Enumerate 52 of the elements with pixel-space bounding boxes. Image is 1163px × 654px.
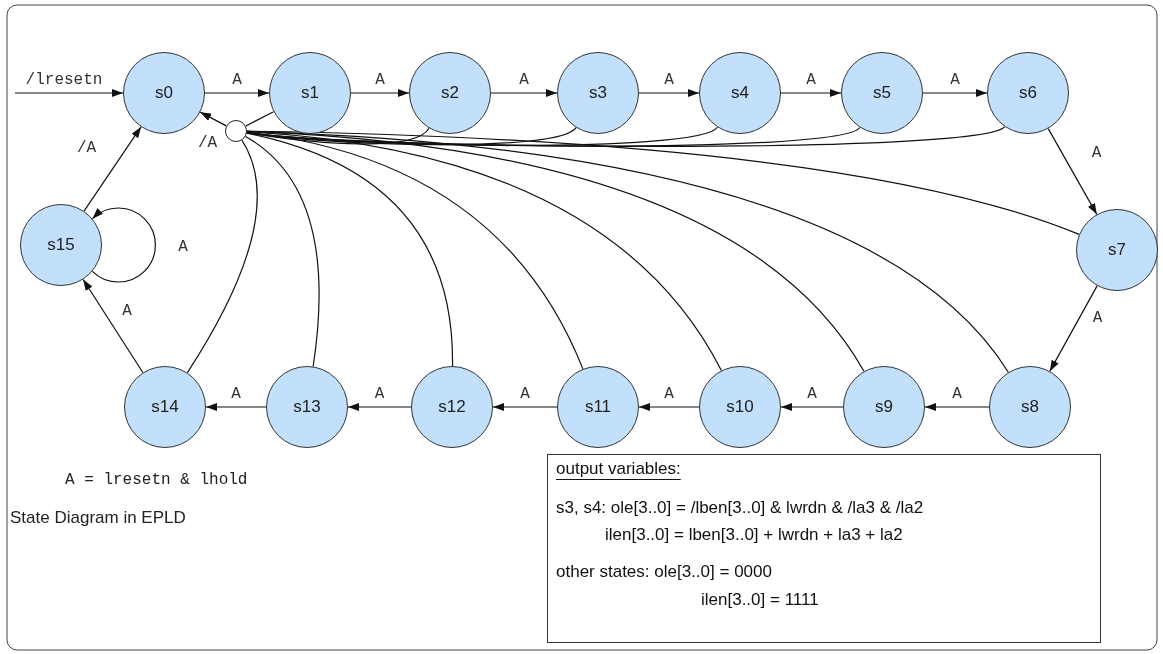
transition-arrow xyxy=(199,111,227,127)
state-name: s11 xyxy=(584,397,612,417)
transition-arrow xyxy=(638,89,700,97)
state-name: s4 xyxy=(731,83,749,103)
transition-arrow xyxy=(1049,285,1098,372)
state-name: s3 xyxy=(589,83,607,103)
transition-arrow xyxy=(14,89,124,97)
state-name: s1 xyxy=(301,83,319,103)
note-box xyxy=(547,454,1101,643)
transition-arrow xyxy=(780,403,844,411)
state-name: s5 xyxy=(873,83,891,103)
state-circle xyxy=(20,204,102,286)
transition-arrow xyxy=(83,126,142,212)
transition-arrow xyxy=(490,89,558,97)
transition-arrow xyxy=(350,89,410,97)
transition-arrow xyxy=(347,403,412,411)
state-name: s10 xyxy=(726,397,754,417)
transition-arrow xyxy=(1047,128,1098,215)
state-name: s14 xyxy=(151,397,179,417)
connector-line xyxy=(246,131,722,372)
transition-arrow xyxy=(924,403,990,411)
transition-label: /A xyxy=(198,135,218,153)
connector-line xyxy=(246,132,454,367)
state-name: s7 xyxy=(1108,240,1126,260)
transition-arrow xyxy=(780,89,842,97)
transition-arrow xyxy=(91,207,156,283)
transition-arrow xyxy=(82,278,144,374)
state-name: s6 xyxy=(1019,83,1037,103)
transition-arrow xyxy=(638,403,700,411)
note-heading: output variables: xyxy=(556,460,681,479)
state-name: s2 xyxy=(441,83,459,103)
note-text: ilen[3..0] = 1111 xyxy=(701,591,819,610)
connector-line xyxy=(244,135,320,368)
state-name: s0 xyxy=(155,83,173,103)
note-text: s3, s4: ole[3..0] = /lben[3..0] & lwrdn & /la3 & /la2 xyxy=(556,499,924,518)
connector-line xyxy=(245,111,275,127)
transition-arrow xyxy=(205,403,267,411)
state-circle xyxy=(1076,209,1158,291)
note-text: ilen[3..0] = lben[3..0] + lwrdn + la3 + la2 xyxy=(605,526,903,545)
transition-arrow xyxy=(922,89,988,97)
caption-text: State Diagram in EPLD xyxy=(10,508,186,528)
state-name: s8 xyxy=(1021,397,1039,417)
connector-line xyxy=(246,131,584,370)
transition-arrow xyxy=(204,89,270,97)
connector-line xyxy=(186,139,258,374)
state-name: s13 xyxy=(293,397,321,417)
state-name: s12 xyxy=(438,397,466,417)
state-name: s15 xyxy=(47,235,75,255)
transition-arrow xyxy=(492,403,558,411)
note-text: other states: ole[3..0] = 0000 xyxy=(556,563,772,582)
equation-text: A = lresetn & lhold xyxy=(65,472,248,490)
state-name: s9 xyxy=(875,397,893,417)
